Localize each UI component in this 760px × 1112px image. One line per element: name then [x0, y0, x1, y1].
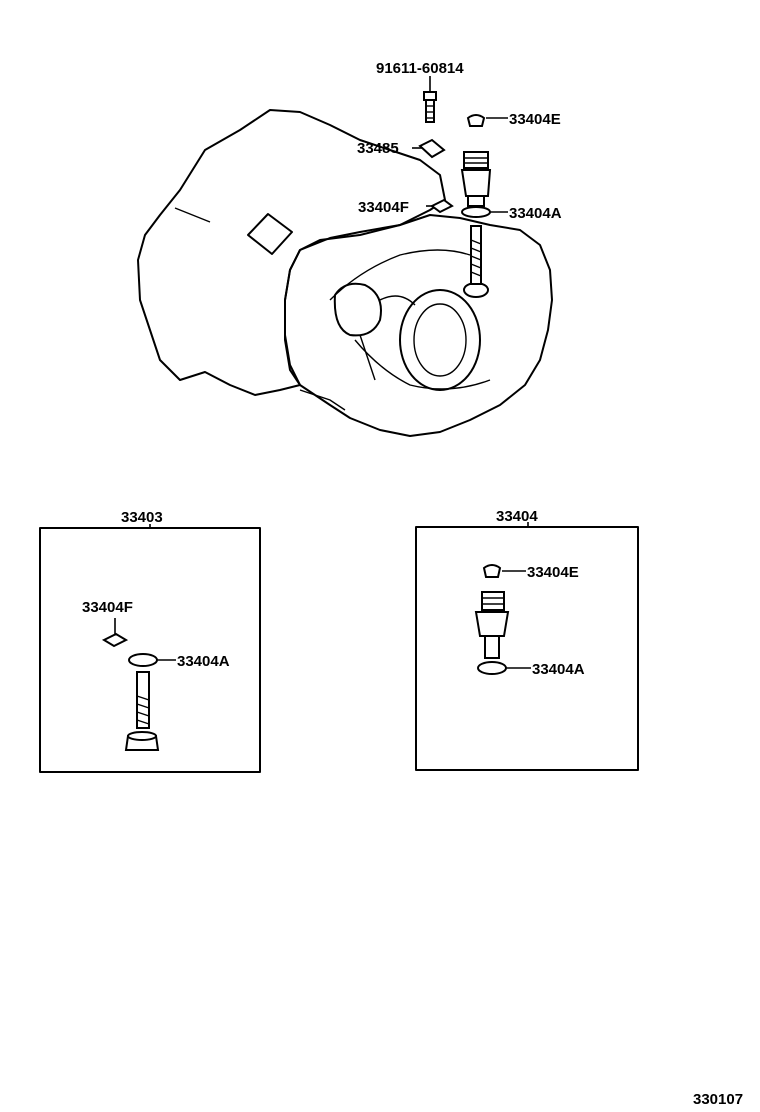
callout-oring-top: 33404A — [509, 205, 562, 222]
box1-driven-gear — [124, 671, 160, 751]
box1-oring — [128, 653, 158, 667]
kit-box-33404: 33404 33404E 33404A — [415, 508, 639, 771]
box1-clip — [101, 632, 129, 648]
cap-33404E — [466, 114, 486, 127]
box2-title: 33404 — [496, 508, 538, 525]
transaxle-housing — [137, 109, 553, 437]
clamp-33485 — [418, 138, 446, 159]
driven-gear-shaft — [470, 225, 482, 285]
box1-callout-oring: 33404A — [177, 653, 230, 670]
kit-box-33403: 33403 33404F 33404A — [39, 509, 261, 773]
sleeve-33404 — [460, 151, 492, 207]
bolt-91611-60814 — [423, 76, 437, 123]
figure-number: 330107 — [693, 1091, 743, 1108]
oring-33404A — [461, 206, 491, 218]
box1-callout-clip: 33404F — [82, 599, 133, 616]
box2-sleeve — [474, 591, 510, 659]
callout-cap-top: 33404E — [509, 111, 561, 128]
box1-title: 33403 — [121, 509, 163, 526]
box2-callout-cap: 33404E — [527, 564, 579, 581]
callout-bolt: 91611-60814 — [376, 60, 464, 77]
callout-clip-top: 33404F — [358, 199, 409, 216]
box2-cap — [482, 564, 502, 578]
clip-33404F — [430, 198, 454, 214]
callout-clamp: 33485 — [357, 140, 399, 157]
box2-callout-oring: 33404A — [532, 661, 585, 678]
box2-oring — [477, 661, 507, 675]
